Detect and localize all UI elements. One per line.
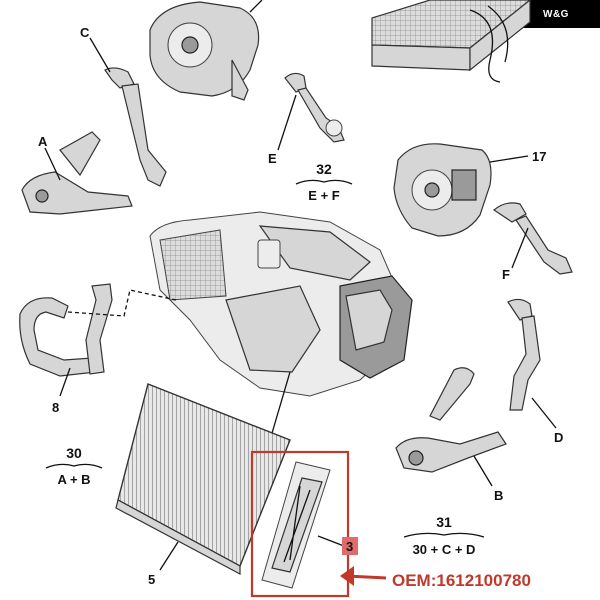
- callout-5: 5: [148, 572, 155, 587]
- lever-arm-a: A: [21, 131, 133, 215]
- lever-arm-f: F: [492, 202, 573, 282]
- callout-e: E: [268, 151, 277, 166]
- heater-core: [371, 0, 531, 83]
- hvac-housing: [149, 211, 413, 441]
- group-30-number: 30: [66, 445, 82, 461]
- callout-8: 8: [52, 400, 59, 415]
- group-31: 31 30 + C + D: [403, 514, 485, 557]
- filter-cover-3: 3: [250, 450, 387, 598]
- actuator-17: 17: [393, 143, 546, 237]
- lever-arm-e: E: [268, 72, 345, 166]
- lever-arm-c: C: [80, 25, 167, 187]
- pipe-8: 8: [19, 283, 177, 415]
- callout-a: A: [38, 134, 48, 149]
- oem-number: OEM:1612100780: [392, 571, 531, 590]
- badge-3: [342, 537, 358, 555]
- group-30-sum: A + B: [57, 472, 90, 487]
- group-32-sum: E + F: [308, 188, 339, 203]
- callout-c: C: [80, 25, 90, 40]
- group-30: 30 A + B: [45, 445, 103, 487]
- callout-17: 17: [532, 149, 546, 164]
- callout-b: B: [494, 488, 503, 503]
- top-actuator: [149, 0, 263, 101]
- lever-arm-d: D: [507, 298, 563, 445]
- group-32: 32 E + F: [295, 161, 353, 203]
- group-31-sum: 30 + C + D: [413, 542, 476, 557]
- group-31-number: 31: [436, 514, 452, 530]
- lever-arm-b: B: [395, 367, 507, 503]
- callout-3: 3: [346, 539, 353, 554]
- group-32-number: 32: [316, 161, 332, 177]
- highlight-frame: [250, 450, 350, 598]
- callout-f: F: [502, 267, 510, 282]
- cabin-filter-5: 5: [115, 383, 291, 587]
- callout-d: D: [554, 430, 563, 445]
